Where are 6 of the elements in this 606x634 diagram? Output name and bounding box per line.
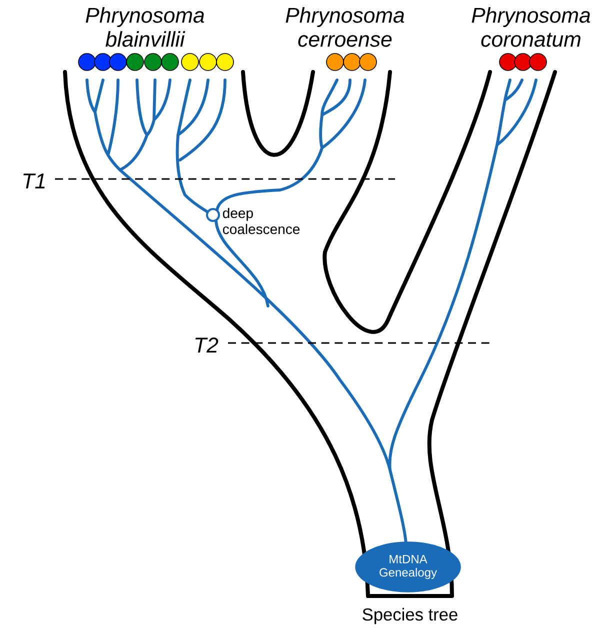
time-label: T1 (23, 174, 45, 188)
time-label: T2 (195, 338, 218, 352)
species-name: Phrynosoma cerroense (286, 7, 404, 47)
species-name: Phrynosoma coronatum (472, 7, 590, 47)
species-name: Phrynosoma blainvillii (86, 7, 204, 47)
annotation-text: deep coalescence (222, 208, 300, 234)
